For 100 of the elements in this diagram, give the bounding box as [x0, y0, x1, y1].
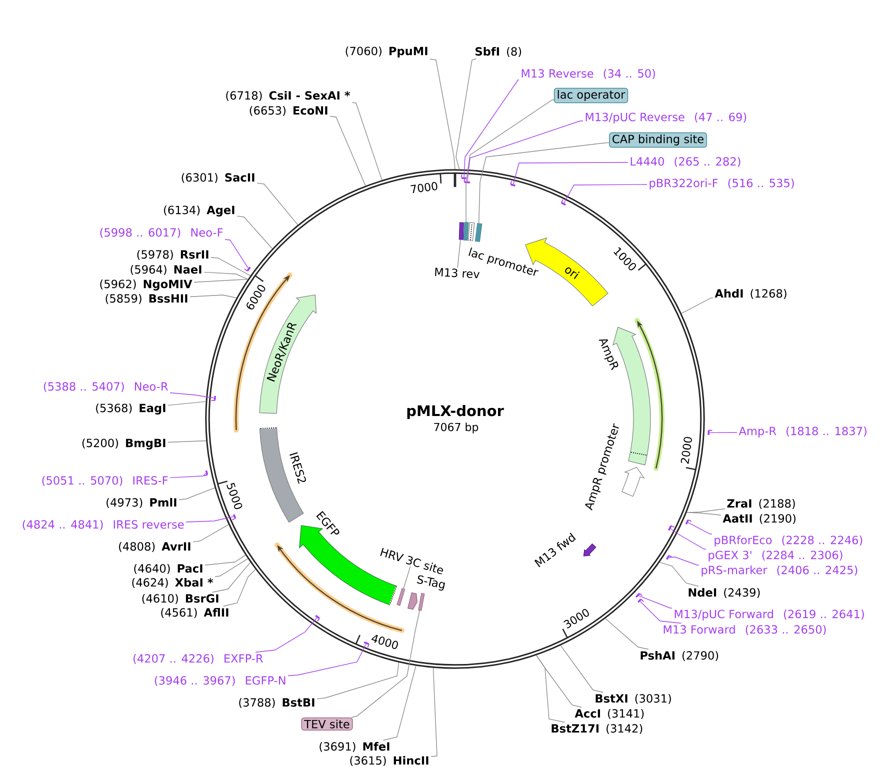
leader-line: [686, 508, 726, 513]
enzyme-label: (5978) RsrII: [137, 250, 208, 260]
leader-line: [351, 610, 420, 718]
primer-mark: [203, 470, 208, 476]
enzyme-label: AatII (2190): [722, 514, 796, 524]
leader-line: [464, 80, 520, 178]
enzyme-label: (6653) EcoNI: [250, 106, 328, 116]
enzyme-label: BstXI (3031): [596, 694, 671, 704]
enzyme-label: (6301) SacII: [182, 172, 254, 184]
primer-mark: [638, 598, 644, 603]
primer-mark: [232, 514, 236, 520]
leader-line: [190, 294, 237, 298]
feature-block: [418, 593, 425, 611]
leader-line: [560, 645, 604, 693]
enzyme-label: (4808) AvrII: [119, 542, 190, 552]
leader-line: [457, 239, 461, 268]
scale-number: 7000: [410, 182, 438, 194]
leader-line: [430, 58, 456, 170]
primer-mark: [464, 178, 470, 184]
enzyme-label: (6718) CsiI - SexAI *: [226, 90, 350, 102]
leader-line: [681, 297, 714, 314]
leader-line: [670, 528, 706, 550]
primer-label: (4207 .. 4226) EXFP-R: [134, 654, 263, 664]
primer-label: (3946 .. 3967) EGFP-N: [154, 676, 286, 686]
leader-line: [236, 216, 273, 249]
leader-line: [456, 58, 477, 170]
feature-label: TEV site: [301, 717, 353, 731]
leader-line: [316, 662, 400, 700]
primer-mark: [560, 199, 566, 206]
plasmid-name: pMLX-donor: [407, 404, 504, 419]
leader-line: [168, 440, 206, 443]
primer-mark: [510, 180, 516, 186]
leader-line: [204, 272, 248, 280]
feature-block: [474, 223, 482, 242]
leader-line: [256, 182, 298, 226]
primer-label: L4440 (265 .. 282): [630, 156, 740, 168]
leader-line: [214, 558, 248, 578]
enzyme-label: (6134) AgeI: [164, 206, 234, 216]
enzyme-label: (4561) AflII: [161, 608, 228, 618]
primer-label: M13/pUC Forward (2619 .. 2641): [674, 610, 864, 620]
scale-number: 2000: [680, 437, 692, 464]
primer-mark: [685, 519, 692, 525]
feature-label: lac operator: [554, 88, 628, 104]
leader-line: [204, 554, 246, 566]
primer-label: pGEX 3' (2284 .. 2306): [708, 550, 842, 562]
feature-block: [463, 222, 469, 241]
leader-line: [330, 116, 366, 186]
leader-line: [659, 562, 699, 587]
enzyme-label: ZraI (2188): [727, 498, 795, 510]
leader-line: [605, 618, 649, 650]
scale-number: 4000: [371, 634, 398, 649]
leader-line: [430, 668, 438, 757]
leader-line: [352, 102, 382, 180]
primer-label: pBRforEco (2228 .. 2246): [714, 536, 862, 546]
primer-mark: [244, 266, 251, 272]
enzyme-label: NdeI (2439): [688, 588, 760, 598]
enzyme-label: AhdI (1268): [714, 288, 786, 300]
leader-line: [255, 617, 318, 653]
enzyme-label: PshAI (2790): [640, 650, 718, 662]
primer-label: pRS-marker (2406 .. 2425): [702, 566, 858, 576]
leader-line: [382, 665, 416, 741]
enzyme-label: (5200) BmgBI: [82, 438, 166, 450]
enzyme-label: (5368) EagI: [96, 404, 166, 414]
enzyme-label: (4624) XbaI *: [132, 578, 214, 588]
leader-line: [466, 99, 554, 222]
enzyme-label: (5964) NaeI: [130, 264, 202, 276]
leader-line: [686, 512, 722, 516]
primer-label: pBR322ori-F (516 .. 535): [650, 178, 794, 190]
primer-mark: [461, 174, 466, 180]
leader-line: [466, 120, 584, 182]
leader-line: [168, 401, 206, 406]
enzyme-label: (7060) PpuMI: [346, 46, 428, 58]
leader-line: [688, 522, 712, 535]
leader-line: [170, 392, 214, 398]
primer-label: M13 Forward (2633 .. 2650): [664, 624, 826, 636]
primer-label: (5051 .. 5070) IRES-F: [42, 476, 168, 486]
feature-block: [396, 588, 406, 606]
leader-line: [222, 569, 256, 607]
leader-line: [212, 562, 251, 593]
enzyme-label: SbfI (8): [476, 46, 522, 58]
leader-line: [640, 601, 682, 624]
primer-label: M13 Reverse (34 .. 50): [522, 68, 655, 80]
leader-line: [192, 524, 229, 542]
plasmid-length: 7067 bp: [434, 422, 478, 434]
primer-label: (4824 .. 4841) IRES reverse: [22, 520, 184, 530]
leader-line: [186, 516, 234, 522]
enzyme-label: (4610) BsrGI: [142, 594, 218, 604]
enzyme-label: (4640) PacI: [134, 564, 202, 574]
leader-line: [668, 556, 700, 566]
primer-mark: [666, 555, 673, 560]
leader-line: [564, 184, 648, 204]
enzyme-label: (3788) BstBI: [239, 698, 314, 708]
feature-label: HRV 3C site: [380, 548, 443, 574]
primer-mark: [315, 614, 320, 622]
leader-line: [403, 566, 411, 589]
leader-line: [536, 654, 566, 723]
enzyme-label: (3691) MfeI: [320, 742, 390, 752]
leader-line: [224, 239, 248, 268]
leader-line: [178, 488, 216, 500]
feature-band: IRES2: [259, 427, 306, 523]
